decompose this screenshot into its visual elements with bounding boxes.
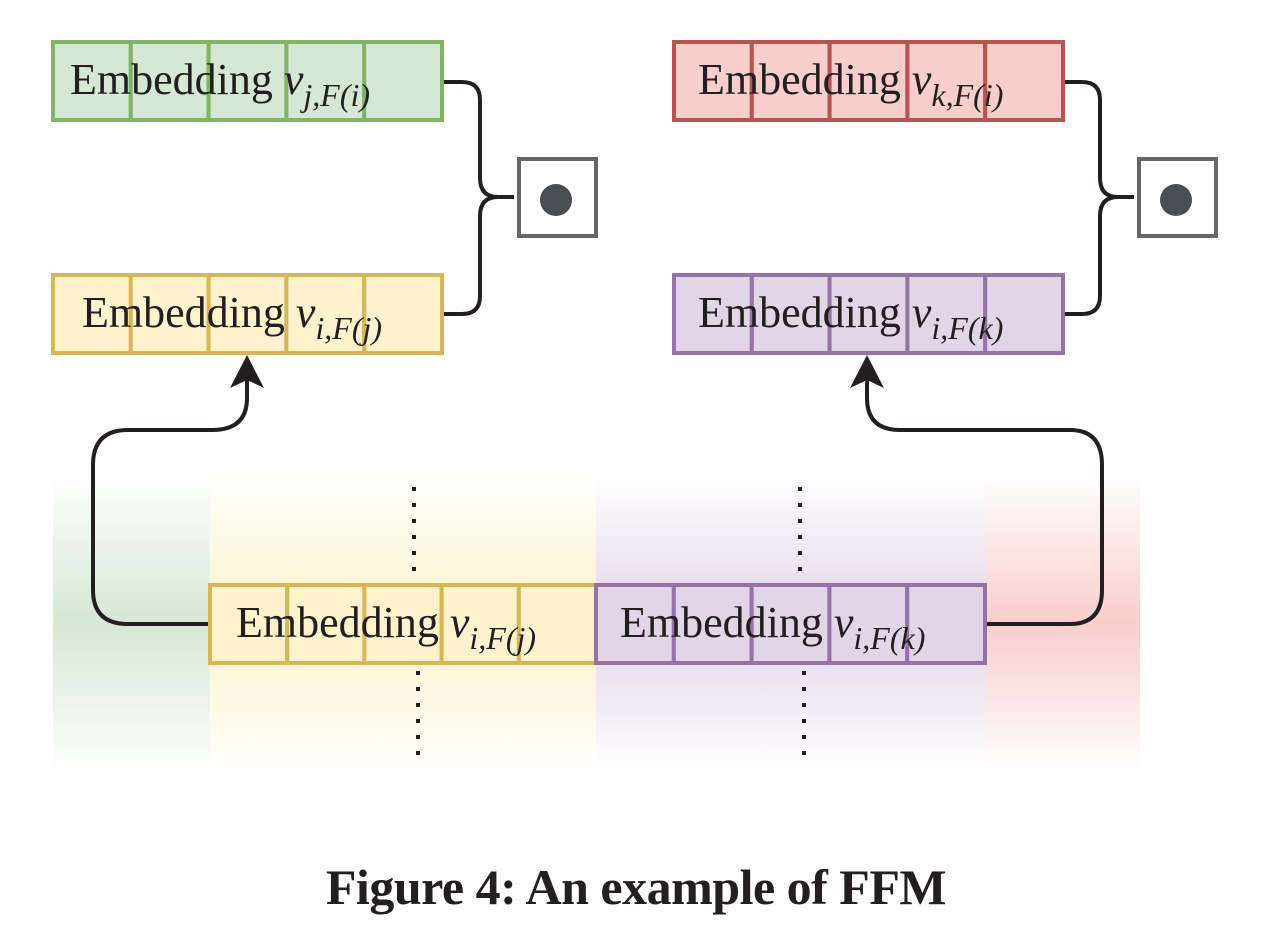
arrow-left-line	[91, 380, 249, 626]
embedding-cell	[362, 583, 444, 665]
embedding-cell	[827, 273, 910, 355]
embedding-emb-i-Fk-top: Embedding vi,F(k)	[672, 273, 1066, 355]
ellipsis-dot	[416, 703, 420, 707]
embedding-cell	[983, 273, 1066, 355]
ellipsis-dot	[802, 751, 806, 755]
ellipsis-dot	[416, 751, 420, 755]
ellipsis-left-bottom	[416, 671, 420, 755]
ellipsis-right-bottom	[802, 671, 806, 755]
embedding-cell	[284, 40, 367, 122]
embedding-emb-i-Fj-top: Embedding vi,F(j)	[51, 273, 445, 355]
ellipsis-dot	[802, 735, 806, 739]
ellipsis-dot	[416, 719, 420, 723]
ellipsis-dot	[412, 535, 416, 539]
embedding-label: Embedding vi,F(k)	[698, 288, 1003, 346]
ellipsis-dot	[416, 735, 420, 739]
embedding-label: Embedding vi,F(j)	[82, 288, 382, 346]
arrowhead-right-icon	[850, 355, 884, 388]
ellipsis-dot	[412, 519, 416, 523]
ellipsis-dot	[412, 551, 416, 555]
embedding-emb-j-Fi: Embedding vj,F(i)	[51, 40, 445, 122]
embedding-label: Embedding vj,F(i)	[70, 55, 370, 113]
figure-caption: Figure 4: An example of FFM	[325, 859, 947, 915]
ellipsis-dot	[802, 687, 806, 691]
ellipsis-dot	[412, 567, 416, 571]
ellipsis-left-top	[412, 487, 416, 571]
embedding-cell	[983, 40, 1066, 122]
embedding-cell	[672, 40, 754, 122]
ellipsis-dot	[798, 567, 802, 571]
embedding-cell	[206, 40, 289, 122]
embedding-cell	[594, 583, 676, 665]
ellipsis-dot	[798, 535, 802, 539]
embedding-cell	[285, 583, 367, 665]
embedding-cell	[516, 583, 598, 665]
embedding-emb-i-Fk-bottom: Embedding vi,F(k)	[594, 583, 988, 665]
embedding-cell	[905, 583, 988, 665]
arrow-right-line	[865, 380, 1104, 626]
brace-left	[443, 80, 514, 316]
embedding-cell	[128, 273, 211, 355]
embedding-cell	[206, 273, 289, 355]
ellipsis-dot	[416, 671, 420, 675]
embedding-cell	[362, 40, 445, 122]
ellipsis-dot	[798, 519, 802, 523]
ellipsis-dot	[412, 503, 416, 507]
arrowhead-left-icon	[230, 355, 264, 388]
embedding-cell	[51, 273, 133, 355]
ellipsis-dot	[802, 719, 806, 723]
connectors	[91, 80, 1134, 626]
dot-product-icon	[540, 184, 572, 216]
embedding-label: Embedding vk,F(i)	[698, 55, 1003, 113]
dot-product-icon	[1160, 184, 1192, 216]
ellipsis-dot	[412, 487, 416, 491]
dot-product-right	[1137, 157, 1218, 238]
ellipsis-dot	[798, 487, 802, 491]
ellipsis-dots	[412, 487, 806, 755]
ellipsis-dot	[416, 687, 420, 691]
dot-product-left	[517, 157, 598, 238]
ellipsis-dot	[798, 503, 802, 507]
embedding-cell	[51, 40, 133, 122]
embedding-cell	[827, 583, 910, 665]
ellipsis-right-top	[798, 487, 802, 571]
embedding-label: Embedding vi,F(j)	[236, 598, 536, 656]
ellipsis-dot	[802, 671, 806, 675]
ellipsis-dot	[798, 551, 802, 555]
embedding-cell	[827, 40, 910, 122]
embedding-cell	[439, 583, 521, 665]
embedding-blocks: Embedding vj,F(i) Embedding vi,F(j) Embedd…	[51, 40, 1066, 665]
embedding-cell	[671, 583, 754, 665]
embedding-cell	[284, 273, 367, 355]
embedding-label: Embedding vi,F(k)	[620, 598, 925, 656]
embedding-emb-k-Fi: Embedding vk,F(i)	[672, 40, 1066, 122]
embedding-cell	[362, 273, 445, 355]
embedding-emb-i-Fj-bottom: Embedding vi,F(j)	[208, 583, 598, 665]
ellipsis-dot	[802, 703, 806, 707]
brace-right	[1063, 80, 1134, 316]
